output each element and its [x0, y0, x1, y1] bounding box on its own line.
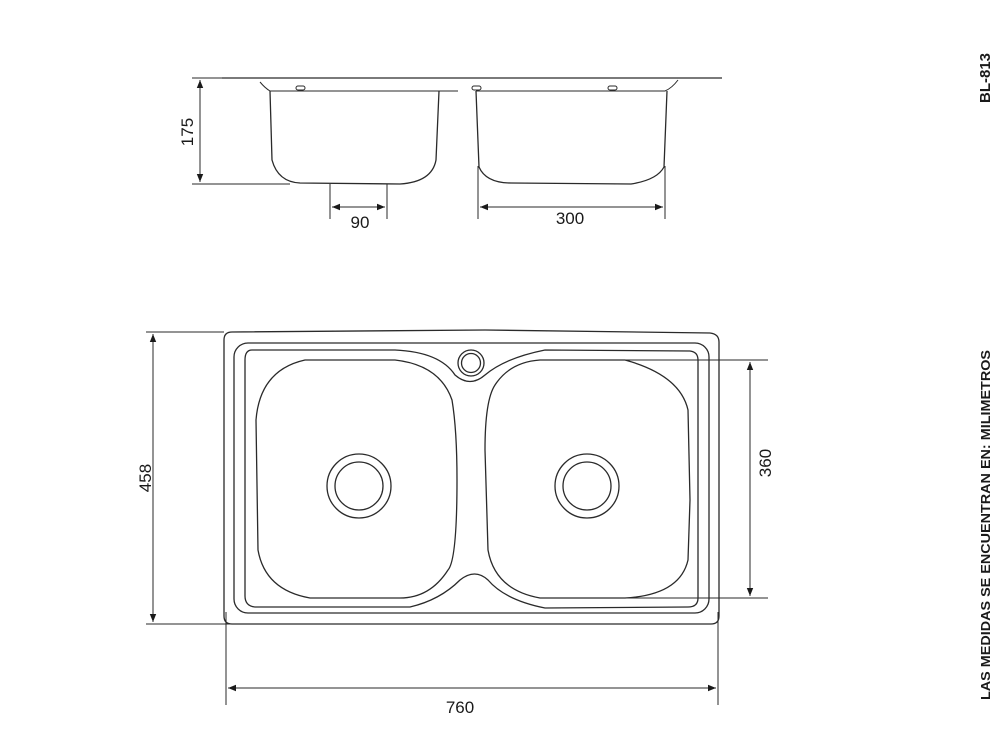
left-bowl — [255, 359, 458, 599]
left-drain-inner — [334, 461, 384, 511]
depth-label: 175 — [178, 118, 197, 146]
overall-width-label: 760 — [446, 698, 474, 717]
inner-rim — [244, 349, 699, 609]
overall-depth-label: 458 — [136, 464, 155, 492]
side-view: 175 90 300 — [178, 77, 722, 232]
bowl-width-label: 300 — [556, 209, 584, 228]
drain-width-label: 90 — [351, 213, 370, 232]
clip-slot — [471, 85, 482, 91]
right-drain-inner — [562, 461, 612, 511]
units-note: LAS MEDIDAS SE ENCUENTRAN EN: MILIMETROS — [978, 350, 993, 700]
clip-slot — [607, 85, 618, 91]
top-view: 458 360 760 — [136, 329, 775, 717]
bowl-depth-label: 360 — [756, 449, 775, 477]
right-bowl-profile — [475, 90, 668, 185]
sink-outline — [223, 329, 720, 625]
right-bowl — [484, 359, 691, 599]
faucet-hole-inner — [460, 352, 482, 374]
left-drain-outer — [326, 453, 392, 519]
faucet-hole-outer — [457, 349, 485, 377]
model-code: BL-813 — [977, 53, 994, 103]
rim-underside — [259, 79, 679, 92]
outer-rim — [233, 342, 710, 614]
left-bowl-profile — [269, 90, 440, 185]
clip-slot — [295, 85, 306, 91]
right-drain-outer — [554, 453, 620, 519]
